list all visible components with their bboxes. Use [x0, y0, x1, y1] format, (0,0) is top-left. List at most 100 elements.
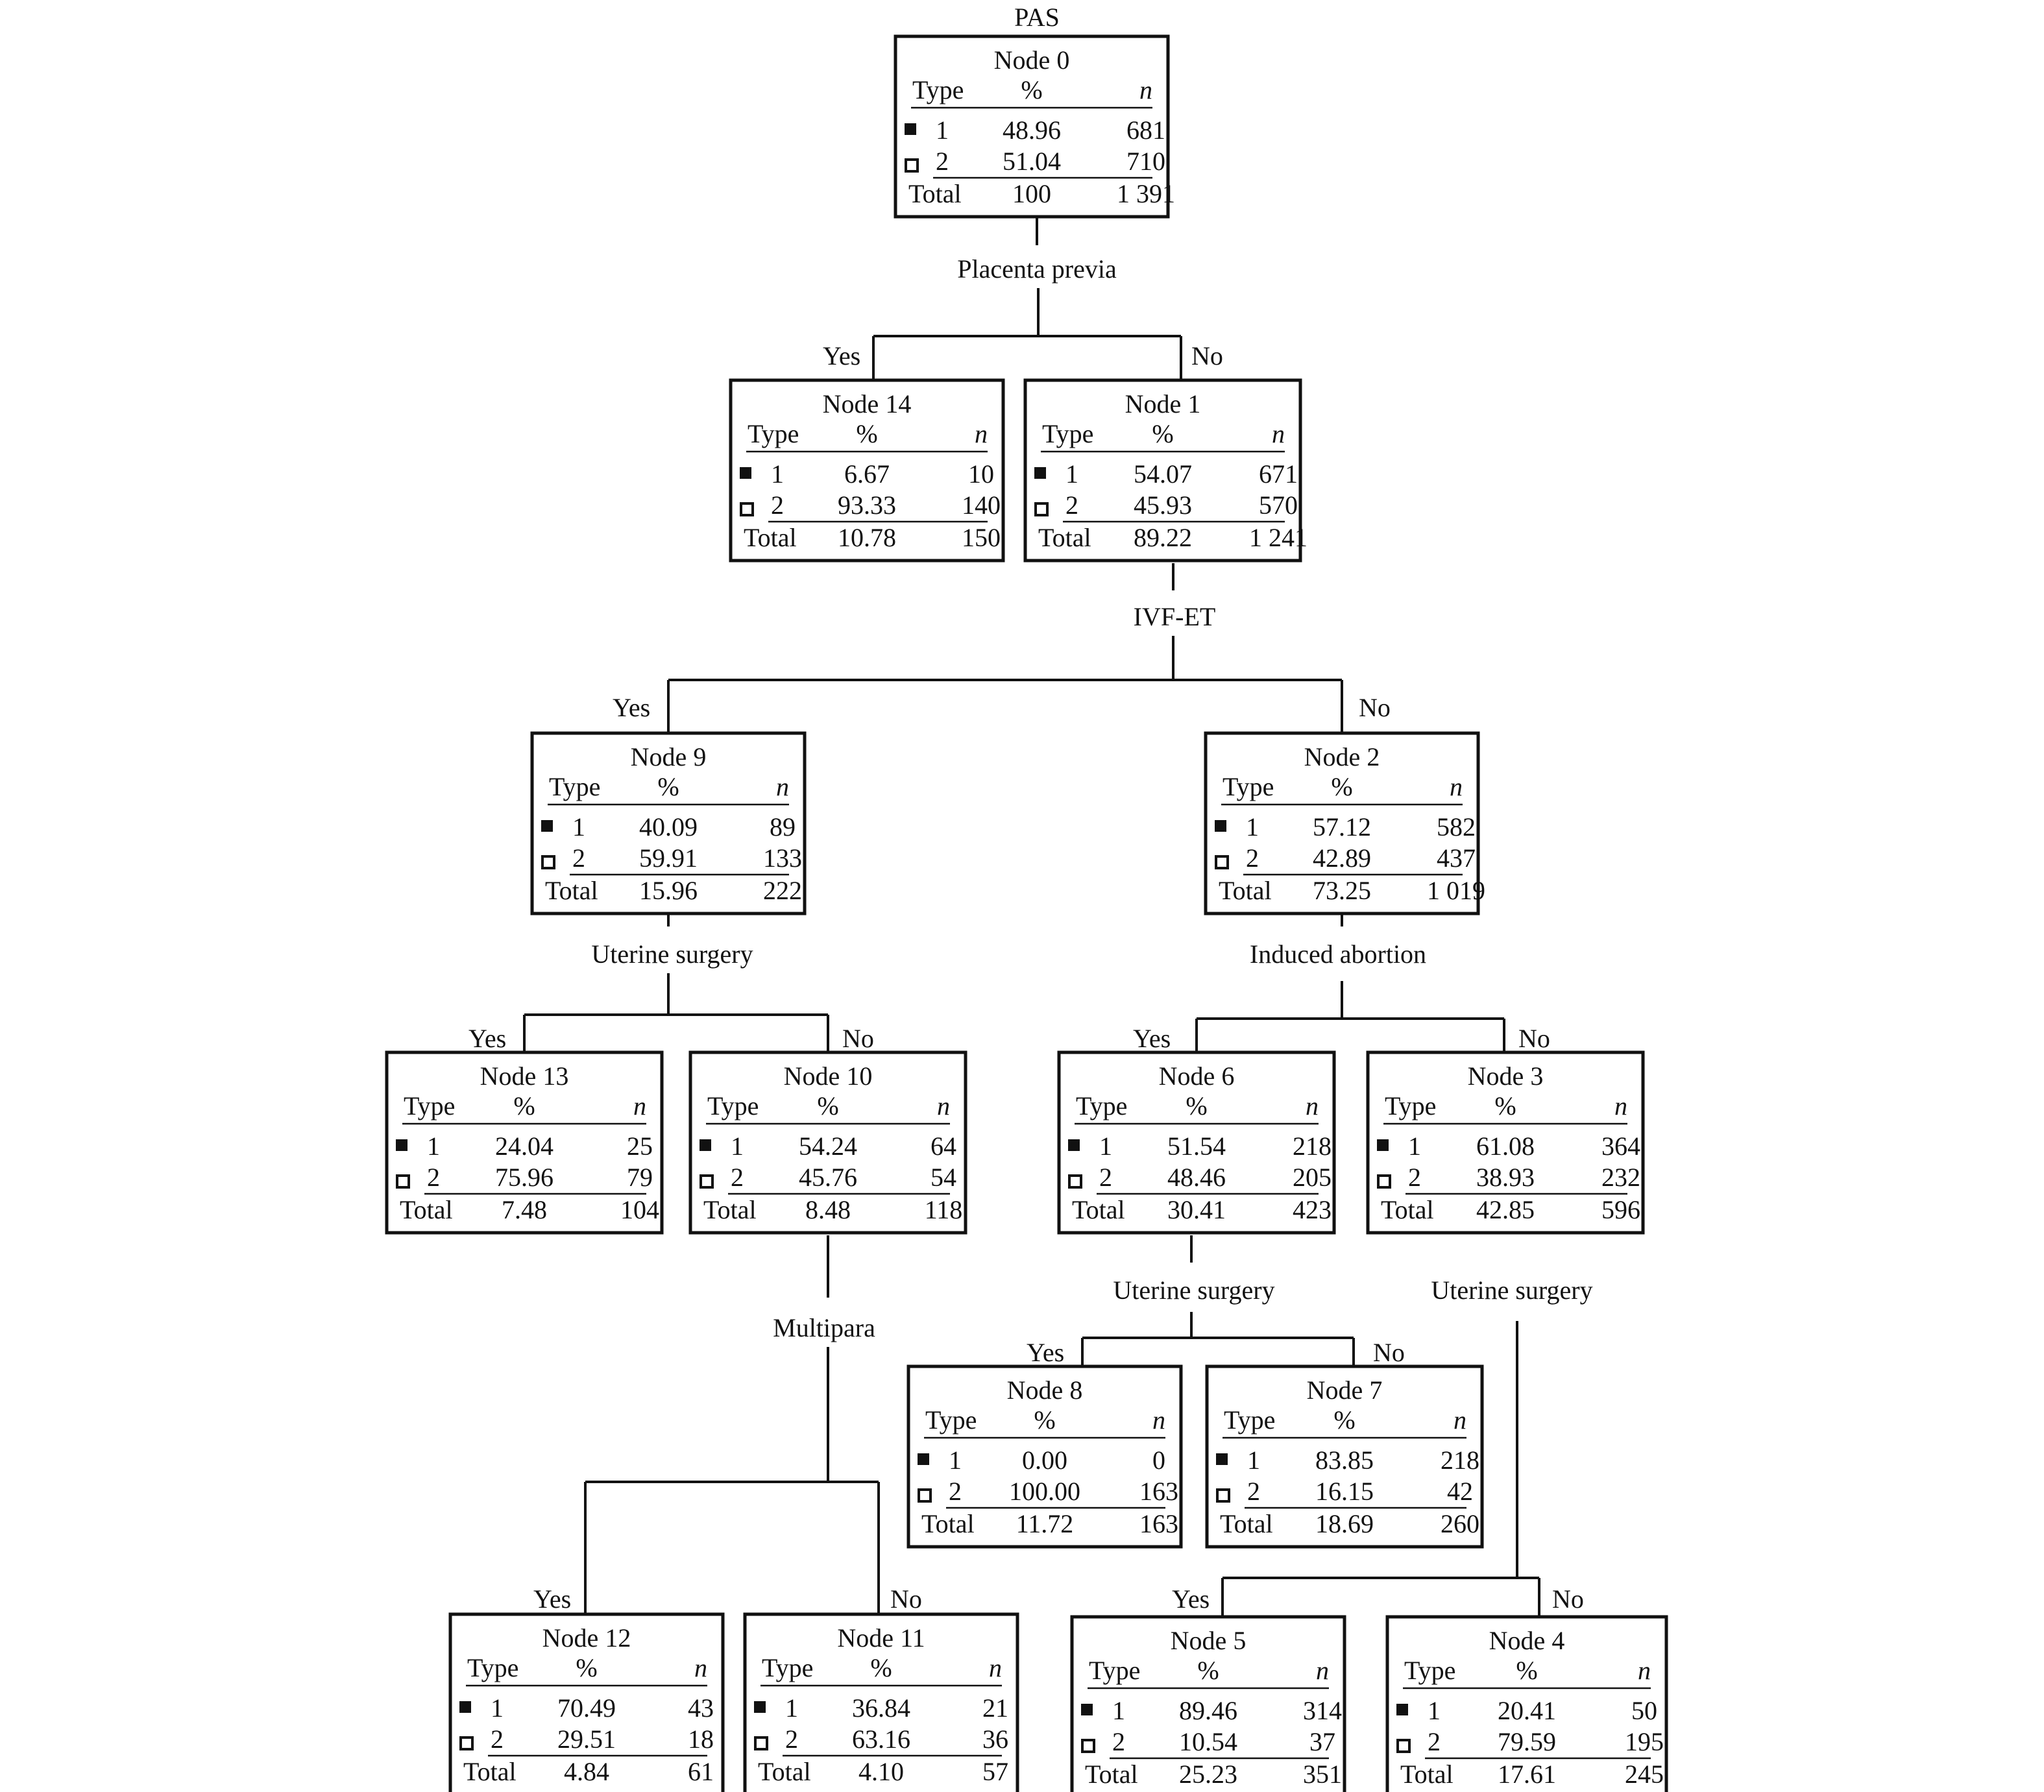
total-label: Total	[921, 1509, 975, 1538]
filled-square-icon	[1068, 1139, 1080, 1151]
total-percent: 7.48	[502, 1195, 547, 1224]
filled-square-icon	[905, 123, 916, 135]
row-percent-1: 54.24	[799, 1132, 857, 1161]
row-type-2: 2	[1246, 843, 1259, 873]
total-label: Total	[1381, 1195, 1434, 1224]
row-n-1: 50	[1631, 1696, 1657, 1725]
total-percent: 4.10	[858, 1757, 904, 1786]
split-no-label: No	[1359, 693, 1391, 722]
hollow-square-icon	[918, 1488, 932, 1503]
column-header-n: n	[1152, 1405, 1165, 1435]
hollow-square-icon	[1215, 855, 1229, 869]
row-percent-1: 89.46	[1179, 1696, 1237, 1725]
row-n-1: 10	[968, 459, 994, 489]
node-box	[1070, 1615, 1346, 1792]
total-label: Total	[908, 179, 962, 208]
total-label: Total	[1085, 1760, 1138, 1789]
row-n-2: 37	[1309, 1727, 1335, 1756]
node-box	[1385, 1615, 1668, 1792]
row-n-2: 232	[1601, 1163, 1640, 1192]
total-n: 1 241	[1249, 523, 1308, 552]
column-header-percent: %	[870, 1653, 892, 1682]
row-type-1: 1	[731, 1132, 744, 1161]
split-yes-label: Yes	[823, 341, 860, 370]
row-n-2: 18	[688, 1725, 714, 1754]
row-n-2: 42	[1447, 1477, 1473, 1506]
row-type-1: 1	[1408, 1132, 1421, 1161]
row-percent-1: 6.67	[844, 459, 890, 489]
total-label: Total	[1219, 876, 1272, 905]
total-percent: 15.96	[639, 876, 698, 905]
column-header-n: n	[989, 1653, 1002, 1682]
row-type-2: 2	[785, 1725, 798, 1754]
total-n: 260	[1441, 1509, 1479, 1538]
total-label: Total	[1072, 1195, 1125, 1224]
row-percent-2: 93.33	[838, 490, 896, 520]
column-header-n: n	[694, 1653, 707, 1682]
split-no-label: No	[1191, 341, 1223, 370]
row-type-1: 1	[1099, 1132, 1112, 1161]
column-header-percent: %	[1021, 75, 1042, 104]
total-n: 104	[620, 1195, 659, 1224]
row-type-2: 2	[427, 1163, 440, 1192]
column-header-n: n	[1306, 1091, 1319, 1120]
filled-square-icon	[1215, 820, 1226, 832]
row-percent-2: 29.51	[557, 1725, 616, 1754]
row-percent-2: 59.91	[639, 843, 698, 873]
filled-square-icon	[740, 467, 751, 479]
row-type-2: 2	[491, 1725, 504, 1754]
column-header-type: Type	[748, 419, 799, 448]
split-yes-label: Yes	[468, 1024, 506, 1053]
node-box	[1204, 731, 1480, 915]
row-n-1: 314	[1303, 1696, 1342, 1725]
row-n-2: 79	[627, 1163, 653, 1192]
row-percent-2: 16.15	[1315, 1477, 1374, 1506]
column-header-percent: %	[1333, 1405, 1355, 1435]
split-no-label: No	[890, 1584, 922, 1614]
split-no-label: No	[1518, 1024, 1550, 1053]
column-header-type: Type	[1385, 1091, 1436, 1120]
row-percent-2: 45.93	[1134, 490, 1192, 520]
node-box	[906, 1364, 1183, 1549]
total-percent: 89.22	[1134, 523, 1192, 552]
row-percent-2: 100.00	[1009, 1477, 1080, 1506]
hollow-square-icon	[1377, 1174, 1391, 1189]
split-labels: Placenta previa Yes No IVF-ET Yes No Ute…	[468, 254, 1593, 1614]
row-type-1: 1	[1246, 812, 1259, 842]
row-percent-1: 40.09	[639, 812, 698, 842]
row-percent-2: 79.59	[1498, 1727, 1556, 1756]
row-percent-1: 83.85	[1315, 1446, 1374, 1475]
column-header-percent: %	[657, 772, 679, 801]
total-percent: 30.41	[1167, 1195, 1226, 1224]
hollow-square-icon	[1081, 1739, 1095, 1753]
total-label: Total	[1400, 1760, 1454, 1789]
node-title: Node 4	[1489, 1626, 1565, 1655]
filled-square-icon	[459, 1701, 471, 1713]
column-header-type: Type	[707, 1091, 759, 1120]
row-percent-2: 45.76	[799, 1163, 857, 1192]
row-type-2: 2	[771, 490, 784, 520]
row-percent-2: 10.54	[1179, 1727, 1237, 1756]
total-n: 61	[688, 1757, 714, 1786]
row-type-1: 1	[572, 812, 585, 842]
row-percent-1: 57.12	[1313, 812, 1371, 842]
row-type-1: 1	[1065, 459, 1078, 489]
column-header-n: n	[1614, 1091, 1627, 1120]
column-header-n: n	[937, 1091, 950, 1120]
row-type-1: 1	[949, 1446, 962, 1475]
row-type-2: 2	[936, 147, 949, 176]
total-label: Total	[1220, 1509, 1273, 1538]
column-header-n: n	[1638, 1656, 1651, 1685]
row-n-2: 54	[931, 1163, 956, 1192]
total-label: Total	[463, 1757, 517, 1786]
row-n-2: 36	[982, 1725, 1008, 1754]
total-label: Total	[400, 1195, 453, 1224]
node-box	[448, 1612, 725, 1792]
split-yes-label: Yes	[1133, 1024, 1171, 1053]
column-header-type: Type	[1404, 1656, 1455, 1685]
